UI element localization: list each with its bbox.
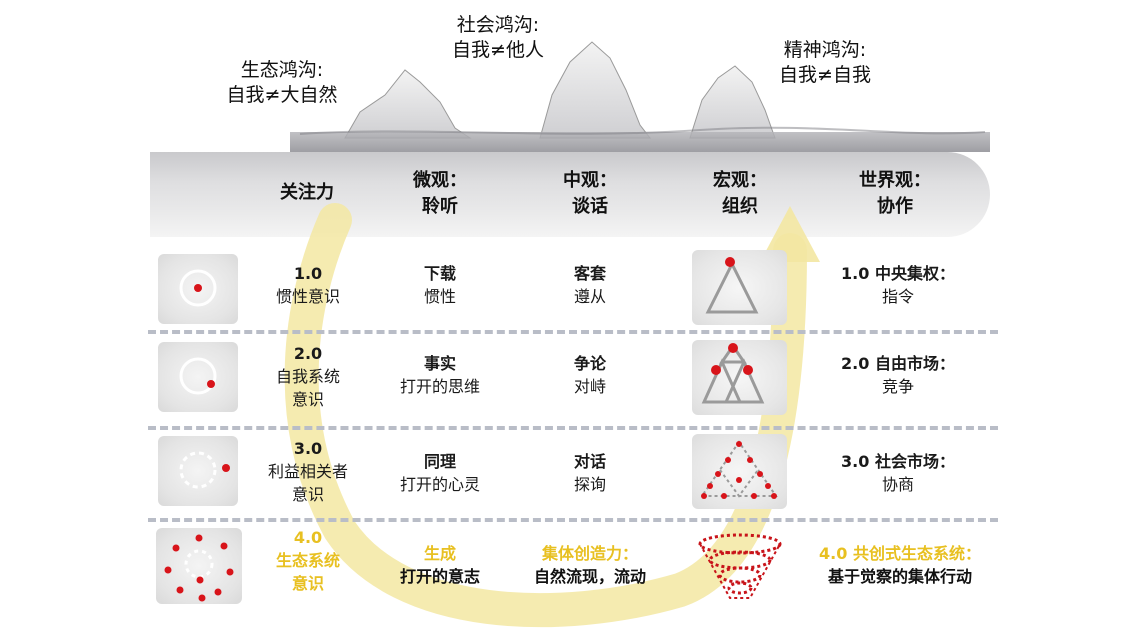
row1-micro-text: 惯性	[423, 287, 456, 306]
header-micro-label: 微观：	[413, 170, 467, 191]
row1-attention-level: 1.0	[293, 264, 323, 283]
row4-attention-level: 4.0	[293, 528, 323, 547]
row3-meso-title: 对话	[573, 452, 606, 471]
dashed-circle-many-dots-icon	[164, 534, 234, 602]
header-mundo-sub: 协作	[877, 196, 913, 217]
triangle-network-icon	[700, 440, 778, 499]
header-micro: 微观： 聆听	[395, 168, 485, 220]
row1-mundo-text: 指令	[881, 287, 914, 306]
row4-meso-title: 集体创造力：	[541, 544, 638, 563]
row4-meso: 集体创造力： 自然流现，流动	[515, 542, 665, 588]
row2-attention-tile	[158, 342, 238, 412]
header-meso-label: 中观：	[563, 170, 617, 191]
row2-micro-title: 事实	[423, 354, 456, 373]
row4-micro-text: 打开的意志	[399, 567, 480, 586]
row3-meso: 对话 探询	[535, 450, 645, 496]
spiritual-divide-title: 精神鸿沟: 自我≠自我	[755, 38, 895, 88]
row4-micro-title: 生成	[423, 544, 456, 563]
row4-attention: 4.0 生态系统 意识	[258, 526, 358, 595]
header-mundo: 世界观： 协作	[840, 168, 950, 220]
dashed-circle-dot-icon	[179, 451, 230, 489]
circle-dot-icon	[179, 269, 217, 307]
row4-attention-text2: 意识	[291, 574, 324, 593]
spiritual-divide-formula: 自我≠自我	[779, 64, 871, 86]
row2-attention-level: 2.0	[293, 344, 323, 363]
header-band	[150, 152, 990, 237]
header-micro-sub: 聆听	[422, 196, 458, 217]
ecological-divide-label: 生态鸿沟:	[240, 59, 324, 81]
row3-micro-text: 打开的心灵	[399, 475, 480, 494]
social-divide-formula: 自我≠他人	[452, 39, 544, 61]
social-divide-title: 社会鸿沟: 自我≠他人	[428, 13, 568, 63]
row1-mundo: 1.0 中央集权： 指令	[818, 262, 978, 308]
row4-mundo-text: 基于觉察的集体行动	[827, 567, 972, 586]
row2-attention: 2.0 自我系统 意识	[258, 342, 358, 411]
row3-mundo-title: 3.0 社会市场：	[841, 452, 955, 471]
row2-mundo-text: 竞争	[881, 377, 914, 396]
row3-micro-title: 同理	[423, 452, 456, 471]
header-attention: 关注力	[280, 182, 334, 203]
spiral-funnel-icon	[698, 533, 782, 599]
row1-meso-title: 客套	[573, 264, 606, 283]
iceberg-icon	[290, 41, 990, 152]
row1-attention-text: 惯性意识	[275, 287, 340, 306]
row2-meso-title: 争论	[573, 354, 606, 373]
header-meso-sub: 谈话	[572, 196, 608, 217]
row1-micro: 下载 惯性	[385, 262, 495, 308]
spiritual-divide-label: 精神鸿沟:	[783, 39, 867, 61]
row2-mundo: 2.0 自由市场： 竞争	[818, 352, 978, 398]
circle-edge-dot-icon	[179, 357, 217, 395]
row2-micro: 事实 打开的思维	[385, 352, 495, 398]
row2-mundo-title: 2.0 自由市场：	[841, 354, 955, 373]
social-divide-label: 社会鸿沟:	[456, 14, 540, 36]
triangle-icon	[705, 257, 759, 314]
row1-attention: 1.0 惯性意识	[258, 262, 358, 308]
row-separator	[148, 518, 998, 522]
row-separator	[148, 426, 998, 430]
header-macro: 宏观： 组织	[695, 168, 785, 220]
row4-mundo-title: 4.0 共创式生态系统：	[819, 544, 981, 563]
row3-attention-level: 3.0	[293, 439, 323, 458]
row3-micro: 同理 打开的心灵	[385, 450, 495, 496]
row2-attention-text: 自我系统	[275, 367, 340, 386]
header-meso: 中观： 谈话	[545, 168, 635, 220]
header-mundo-label: 世界观：	[859, 170, 931, 191]
row1-mundo-title: 1.0 中央集权：	[841, 264, 955, 283]
row3-mundo: 3.0 社会市场： 协商	[818, 450, 978, 496]
ecological-divide-title: 生态鸿沟: 自我≠大自然	[212, 58, 352, 108]
row3-mundo-text: 协商	[881, 475, 914, 494]
row3-meso-text: 探询	[573, 475, 606, 494]
row2-micro-text: 打开的思维	[399, 377, 480, 396]
header-macro-label: 宏观：	[713, 170, 767, 191]
row1-micro-title: 下载	[423, 264, 456, 283]
row1-meso: 客套 遵从	[535, 262, 645, 308]
row4-meso-text: 自然流现，流动	[533, 567, 646, 586]
ecological-divide-formula: 自我≠大自然	[226, 84, 338, 106]
row4-attention-text: 生态系统	[275, 551, 340, 570]
row-separator	[148, 330, 998, 334]
twin-triangle-icon	[701, 343, 765, 404]
row2-attention-text2: 意识	[291, 390, 324, 409]
row3-attention-text: 利益相关者	[267, 462, 348, 481]
row2-meso-text: 对峙	[573, 377, 606, 396]
row1-meso-text: 遵从	[573, 287, 606, 306]
row4-micro: 生成 打开的意志	[385, 542, 495, 588]
row4-mundo: 4.0 共创式生态系统： 基于觉察的集体行动	[795, 542, 1005, 588]
row3-attention-text2: 意识	[291, 485, 324, 504]
header-macro-sub: 组织	[722, 196, 758, 217]
row3-attention: 3.0 利益相关者 意识	[253, 437, 363, 506]
row2-meso: 争论 对峙	[535, 352, 645, 398]
